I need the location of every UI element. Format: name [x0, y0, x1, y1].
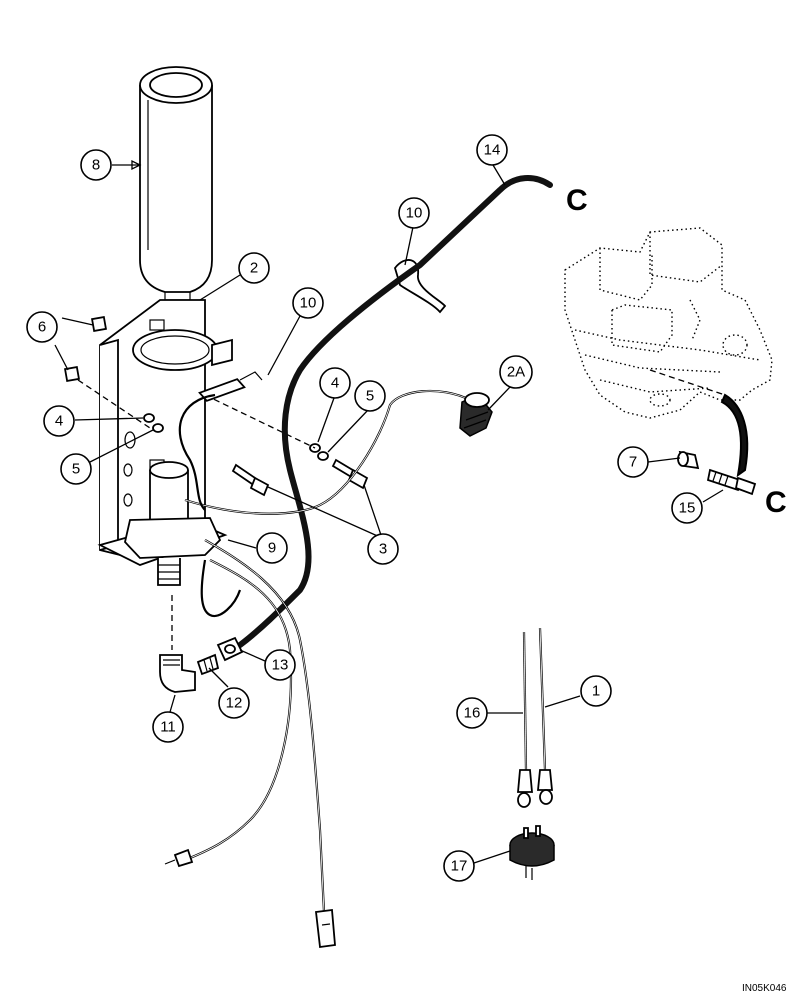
washer-5-left: [152, 423, 164, 433]
leader-6-lower: [54, 344, 69, 371]
harness-wire-2a: [184, 389, 471, 515]
callout-10-small: 10: [292, 287, 324, 319]
fitting-15: [706, 468, 757, 496]
svg-text:1: 1: [592, 683, 600, 700]
svg-text:6: 6: [38, 319, 46, 336]
callout-4-right: 4: [319, 367, 351, 399]
canister: [139, 66, 213, 301]
leader-10-hose: [404, 226, 414, 266]
leader-6-upper: [61, 317, 94, 326]
svg-text:10: 10: [406, 205, 423, 222]
svg-text:11: 11: [160, 719, 176, 736]
nut-fitting: [216, 636, 244, 662]
engine-port-line: [649, 369, 726, 396]
svg-text:3: 3: [379, 541, 387, 558]
leader-15: [702, 489, 724, 503]
callout-12: 12: [218, 687, 250, 719]
callout-5-right: 5: [354, 380, 386, 412]
lead-wire-loop: [200, 559, 242, 618]
svg-text:9: 9: [268, 540, 276, 557]
probe-tip: [164, 848, 194, 868]
callout-15: 15: [671, 492, 703, 524]
leader-3-left: [267, 486, 383, 539]
fuel-hose: [237, 175, 553, 648]
callout-11: 11: [152, 711, 184, 743]
callout-9: 9: [256, 532, 288, 564]
leader-5-left: [89, 429, 154, 463]
callout-3: 3: [367, 533, 399, 565]
wire-pair: [517, 627, 553, 808]
svg-text:7: 7: [629, 454, 637, 471]
callout-5-left: 5: [60, 453, 92, 485]
svg-text:12: 12: [226, 695, 243, 712]
leader-17: [473, 850, 511, 864]
leader-13: [239, 649, 266, 662]
svg-text:5: 5: [366, 388, 374, 405]
callout-17: 17: [443, 850, 475, 882]
filter-base: [124, 461, 222, 586]
sensor-2a: [459, 392, 493, 437]
leader-11: [169, 694, 176, 713]
wire-clip-small: [198, 371, 263, 402]
connector-terminal: [315, 908, 336, 949]
leader-5-right: [327, 409, 369, 453]
harness-wire-loop: [178, 393, 216, 511]
leader-2: [199, 274, 241, 301]
leader-2a: [487, 386, 511, 411]
engine-outline: [564, 227, 773, 419]
callout-2: 2: [238, 252, 270, 284]
washer-alignment-line: [204, 394, 316, 449]
svg-text:13: 13: [272, 657, 289, 674]
svg-text:4: 4: [331, 375, 339, 392]
callout-8: 8: [80, 149, 112, 181]
clamp-band: [132, 329, 233, 371]
callout-7: 7: [617, 446, 649, 478]
callout-6: 6: [26, 311, 58, 343]
clip-upper: [91, 316, 107, 332]
fitting-7: [677, 450, 700, 470]
svg-text:15: 15: [679, 500, 696, 517]
leader-14: [492, 164, 506, 186]
washer-4-left: [143, 413, 155, 423]
clip-lower: [64, 366, 80, 382]
callout-10-hose: 10: [398, 197, 430, 229]
pressure-switch: [509, 825, 555, 880]
callout-2a: 2A: [499, 355, 533, 389]
leader-7: [647, 457, 681, 463]
svg-text:8: 8: [92, 157, 100, 174]
leader-10-small: [267, 315, 301, 376]
engine-hose: [720, 393, 749, 478]
callout-13: 13: [264, 649, 296, 681]
bolt-left: [231, 463, 270, 497]
sleeve-fitting: [196, 653, 220, 676]
callout-4-left: 4: [43, 405, 75, 437]
svg-text:14: 14: [484, 142, 501, 159]
figure-code: IN05K046: [742, 983, 787, 994]
elbow-fitting: [159, 654, 196, 693]
svg-text:5: 5: [72, 461, 80, 478]
svg-text:4: 4: [55, 413, 63, 430]
svg-text:2A: 2A: [507, 364, 525, 381]
callout-16: 16: [456, 697, 488, 729]
leader-1: [544, 695, 581, 708]
svg-text:10: 10: [300, 295, 317, 312]
ref-letter-c-hose: C: [566, 184, 588, 217]
leader-12: [208, 667, 229, 688]
leader-3-right: [363, 484, 383, 539]
leader-4-left: [74, 417, 144, 421]
clip-alignment-line: [77, 379, 151, 429]
ref-letter-c-fitting: C: [765, 486, 787, 519]
leader-4-right: [317, 397, 335, 443]
svg-text:2: 2: [250, 260, 258, 277]
leader-9: [227, 539, 257, 549]
callout-1: 1: [580, 675, 612, 707]
callout-14: 14: [476, 134, 508, 166]
washer-5-right: [317, 451, 329, 461]
svg-text:17: 17: [451, 858, 468, 875]
svg-text:16: 16: [464, 705, 481, 722]
